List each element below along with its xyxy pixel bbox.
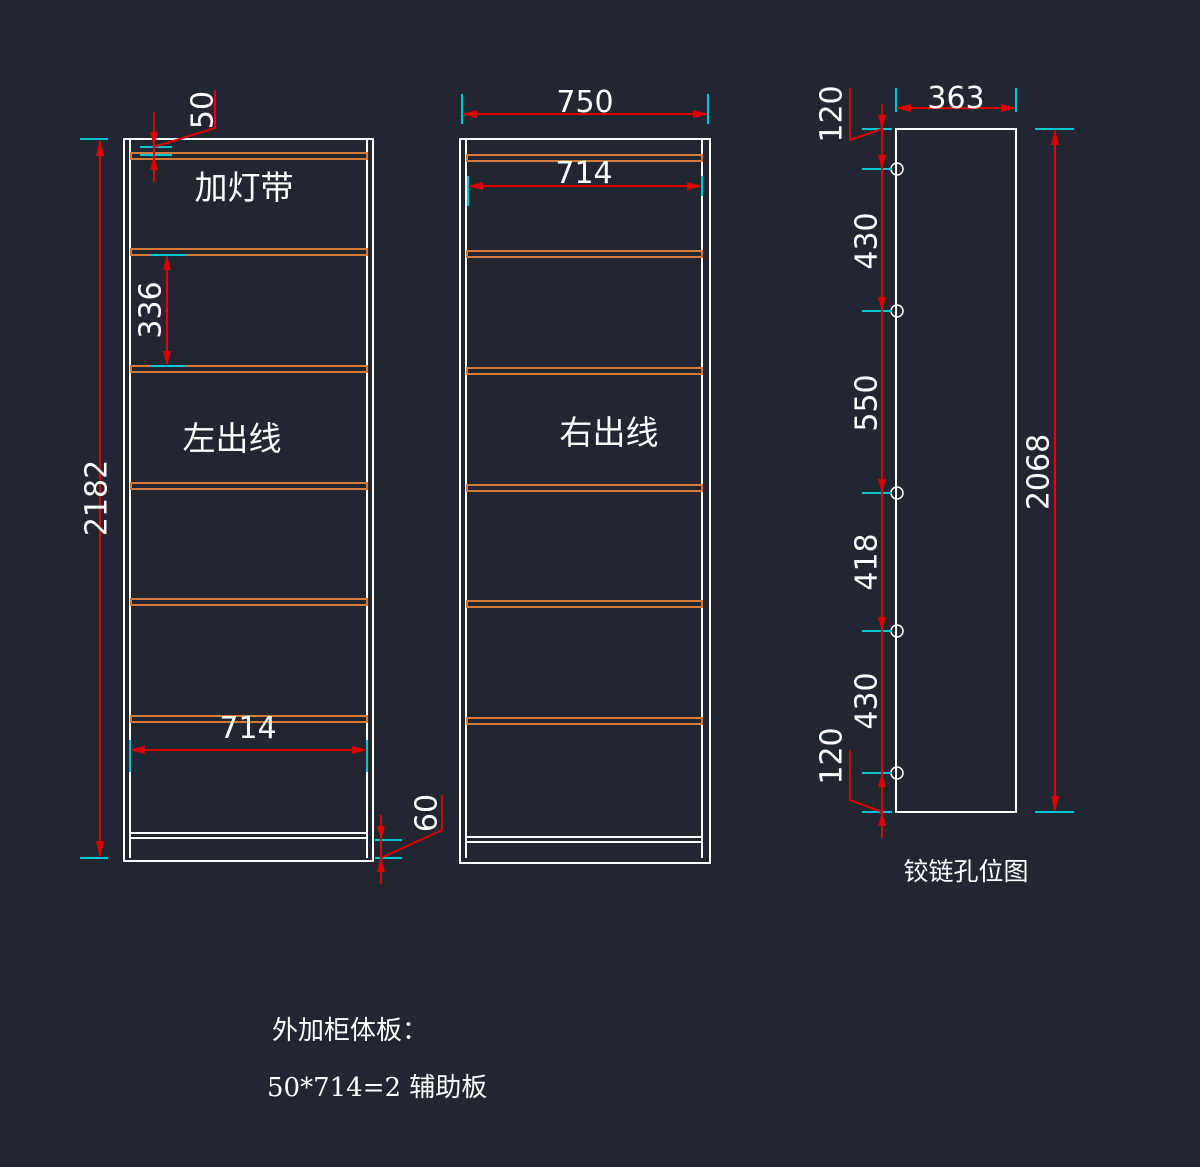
hole-spacing-dim-text: 120 [815, 727, 850, 784]
left-cabinet-shelves [130, 152, 368, 723]
note-line-1: 外加柜体板： [272, 1016, 428, 1046]
left-height-dim-text: 2182 [80, 460, 115, 536]
left-inner-width-dim-text: 714 [219, 711, 276, 746]
shelf [466, 367, 703, 375]
hinge-hole-caption: 铰链孔位图 [903, 857, 1028, 886]
left-shelf-spacing-dimension: 336 [134, 254, 186, 367]
middle-cabinet-outer-frame [459, 138, 711, 864]
light-strip-label: 加灯带 [195, 168, 294, 207]
side-panel-outline [895, 128, 1017, 813]
shelf [466, 250, 703, 258]
panel-height-dimension: 2068 [1022, 128, 1074, 813]
panel-height-dim-text: 2068 [1022, 434, 1057, 510]
shelf [130, 598, 368, 606]
hole-spacing-dimension-chain: 120 430 550 418 430 120 [815, 85, 892, 838]
left-top-strip-dimension: 50 [140, 90, 221, 182]
shelf [466, 154, 703, 162]
left-cabinet-outer-frame [123, 138, 374, 862]
left-inner-width-dimension: 714 [129, 711, 368, 772]
middle-inner-width-dimension: 714 [467, 156, 703, 206]
left-height-dimension: 2182 [80, 138, 115, 859]
middle-outer-width-dimension: 750 [461, 85, 709, 124]
shelf [130, 152, 368, 160]
notes: 外加柜体板： 50*714=2 辅助板 [267, 1016, 487, 1103]
shelf [466, 717, 703, 725]
panel-width-dimension: 363 [895, 81, 1017, 116]
left-bottom-dim-text: 60 [410, 794, 445, 832]
hole-spacing-dim-text: 120 [815, 85, 850, 142]
hinge-hole-view: 363 2068 [815, 81, 1074, 886]
hole-spacing-dim-text: 430 [850, 672, 885, 729]
middle-inner-width-dim-text: 714 [555, 156, 612, 191]
shelf [130, 482, 368, 490]
right-cable-label: 右出线 [560, 413, 659, 452]
shelf-spacing-dim-text: 336 [134, 281, 169, 338]
hole-spacing-dim-text: 550 [850, 374, 885, 431]
left-bottom-dimension: 60 [375, 794, 445, 884]
shelf [466, 484, 703, 492]
left-cabinet-view: 2182 50 加灯带 336 左出线 [80, 90, 445, 884]
left-cable-label: 左出线 [183, 419, 282, 458]
shelf [130, 248, 368, 256]
shelf [466, 600, 703, 608]
left-top-strip-dim-text: 50 [186, 91, 221, 129]
middle-outer-width-dim-text: 750 [556, 85, 613, 120]
shelf [130, 715, 368, 723]
note-line-2: 50*714=2 辅助板 [267, 1073, 487, 1103]
hole-spacing-dim-text: 430 [850, 212, 885, 269]
hole-spacing-dim-text: 418 [850, 533, 885, 590]
panel-width-dim-text: 363 [927, 81, 984, 116]
middle-cabinet-view: 750 714 右出线 [459, 85, 711, 864]
middle-cabinet-shelves [466, 154, 703, 725]
shelf [130, 365, 368, 373]
